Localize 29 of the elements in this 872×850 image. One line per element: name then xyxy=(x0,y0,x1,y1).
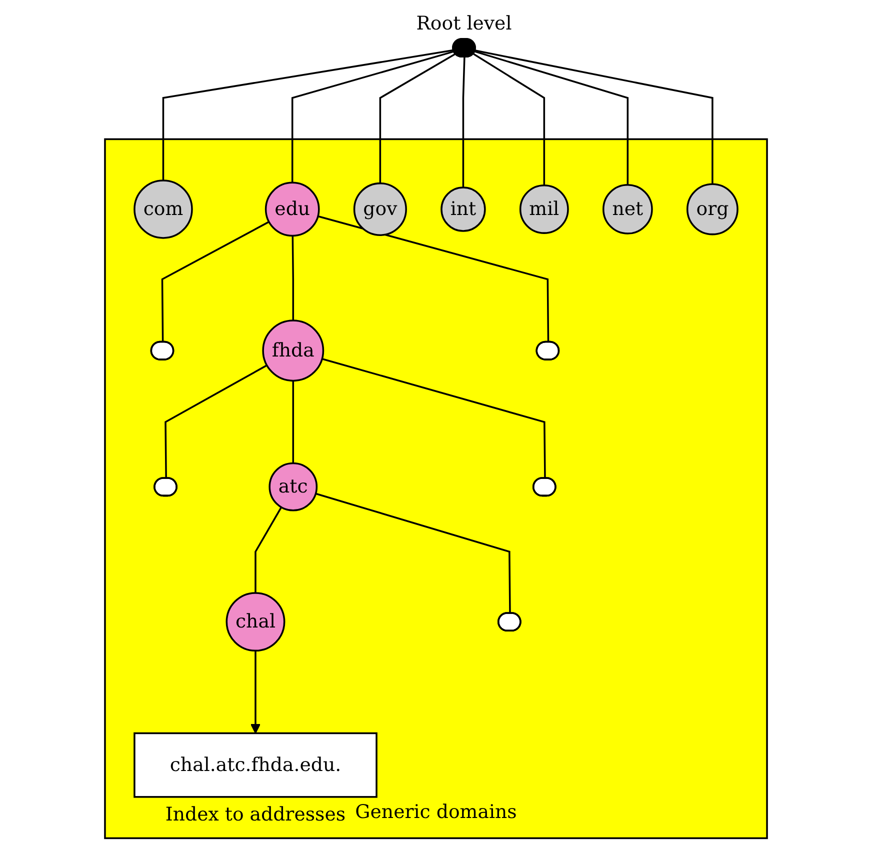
node-circle: fhda xyxy=(262,320,324,382)
connector xyxy=(162,49,454,180)
connector xyxy=(318,215,550,342)
node-circle: edu xyxy=(264,182,320,237)
connector xyxy=(291,50,454,183)
connector xyxy=(322,358,546,479)
node-caption: Root level xyxy=(416,12,512,34)
connector xyxy=(473,53,546,186)
node-circle: gov xyxy=(353,182,407,236)
node-circle: com xyxy=(134,180,193,239)
connector xyxy=(379,53,456,184)
connector xyxy=(315,492,511,614)
connector xyxy=(164,364,268,479)
node-circle: mil xyxy=(519,184,569,234)
connector xyxy=(292,380,294,464)
connector xyxy=(462,57,466,188)
node-circle: atc xyxy=(268,462,318,512)
connector xyxy=(161,221,270,342)
node-circle: int xyxy=(440,186,486,232)
node-circle: net xyxy=(602,184,653,234)
node-box: chal.atc.fhda.edu. xyxy=(134,732,378,798)
arrow xyxy=(250,650,261,734)
node-caption: Index to addresses xyxy=(165,804,346,826)
connector xyxy=(475,50,714,184)
connector xyxy=(474,50,629,185)
connector xyxy=(254,506,282,593)
connector xyxy=(292,236,294,321)
node-circle: chal xyxy=(226,592,286,652)
node-circle: org xyxy=(686,183,738,236)
